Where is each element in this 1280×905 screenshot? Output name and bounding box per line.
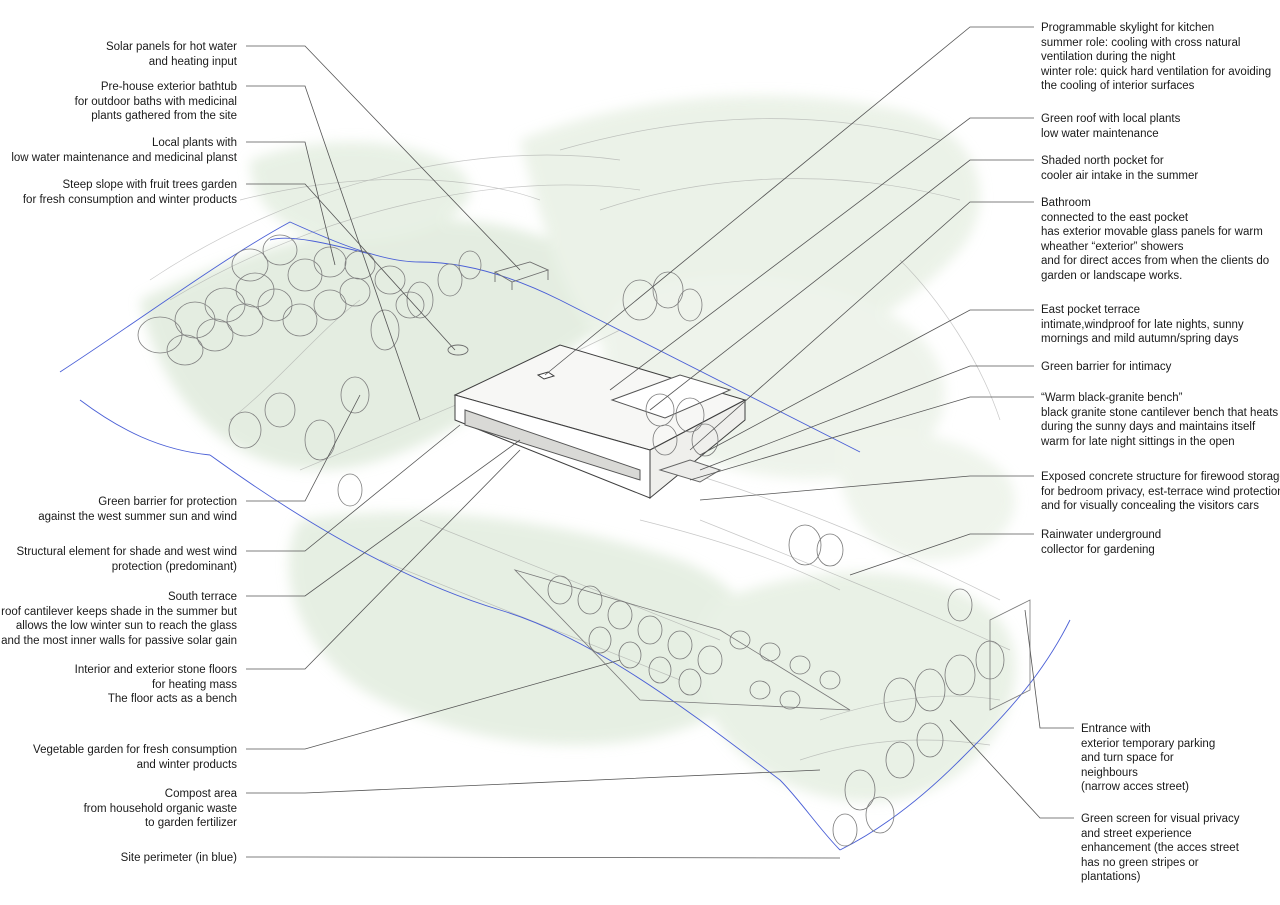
label-compost: Compost area from household organic wast… bbox=[84, 787, 237, 831]
label-line: against the west summer sun and wind bbox=[38, 510, 237, 523]
label-east-terrace: East pocket terrace intimate,windproof f… bbox=[1041, 303, 1244, 347]
label-entrance: Entrance with exterior temporary parking… bbox=[1081, 722, 1215, 795]
label-line: enhancement (the acces street bbox=[1081, 842, 1239, 855]
label-concrete-structure: Exposed concrete structure for firewood … bbox=[1041, 470, 1280, 514]
label-line: Green barrier for intimacy bbox=[1041, 361, 1172, 373]
label-line: the roof cantilever keeps shade in the s… bbox=[0, 605, 237, 618]
label-bathtub: Pre-house exterior bathtub for outdoor b… bbox=[75, 80, 237, 124]
label-line: South terrace bbox=[167, 591, 237, 603]
label-vegetable-garden: Vegetable garden for fresh consumption a… bbox=[33, 743, 237, 772]
label-line: mornings and mild autumn/spring days bbox=[1041, 333, 1239, 346]
label-line: “Warm black-granite bench” bbox=[1041, 392, 1183, 404]
label-line: collector for gardening bbox=[1041, 543, 1155, 556]
label-line: Rainwater underground bbox=[1041, 529, 1162, 541]
label-green-barrier-intimacy: Green barrier for intimacy bbox=[1041, 360, 1171, 375]
label-line: intimate,windproof for late nights, sunn… bbox=[1041, 318, 1244, 331]
label-north-pocket: Shaded north pocket for cooler air intak… bbox=[1041, 154, 1198, 183]
label-line: Exposed concrete structure for firewood … bbox=[1041, 471, 1280, 483]
label-line: the cooling of interior surfaces bbox=[1041, 80, 1195, 93]
label-line: Pre-house exterior bathtub bbox=[100, 81, 237, 93]
label-line: garden or landscape works. bbox=[1041, 269, 1183, 282]
leader-lines bbox=[246, 26, 1074, 859]
label-green-roof: Green roof with local plants low water m… bbox=[1041, 112, 1180, 141]
label-skylight: Programmable skylight for kitchen summer… bbox=[1041, 21, 1271, 94]
label-line: Vegetable garden for fresh consumption bbox=[33, 744, 237, 756]
label-line: for fresh consumption and winter product… bbox=[22, 193, 237, 206]
label-line: neighbours bbox=[1081, 766, 1138, 779]
label-line: Bathroom bbox=[1041, 197, 1091, 209]
vegetation-wash bbox=[140, 95, 1016, 802]
label-site-perimeter: Site perimeter (in blue) bbox=[121, 851, 237, 866]
label-line: Programmable skylight for kitchen bbox=[1041, 22, 1215, 34]
tree-cluster-west bbox=[137, 234, 482, 507]
label-line: for outdoor baths with medicinal bbox=[74, 95, 237, 108]
label-stone-floors: Interior and exterior stone floors for h… bbox=[75, 663, 237, 707]
label-line: plantations) bbox=[1081, 871, 1141, 884]
label-rainwater: Rainwater underground collector for gard… bbox=[1041, 528, 1161, 557]
label-bench: “Warm black-granite bench” black granite… bbox=[1041, 391, 1278, 449]
label-line: and the most inner walls for passive sol… bbox=[1, 634, 237, 647]
label-line: East pocket terrace bbox=[1041, 304, 1141, 316]
solar-panel-shed bbox=[447, 261, 550, 356]
label-line: Local plants with bbox=[151, 137, 237, 149]
label-line: black granite stone cantilever bench tha… bbox=[1041, 406, 1279, 419]
label-line: allows the low winter sun to reach the g… bbox=[15, 620, 237, 633]
label-line: Green barrier for protection bbox=[98, 496, 237, 508]
label-line: Green roof with local plants bbox=[1041, 113, 1181, 125]
label-solar-panels: Solar panels for hot water and heating i… bbox=[106, 40, 237, 69]
label-bathroom: Bathroom connected to the east pocket ha… bbox=[1041, 196, 1269, 284]
east-pocket-vegetation bbox=[645, 393, 719, 457]
label-line: Solar panels for hot water bbox=[105, 41, 237, 53]
label-line: has no green stripes or bbox=[1081, 856, 1199, 869]
house-volume bbox=[453, 344, 747, 500]
label-line: low water maintenance bbox=[1041, 127, 1159, 140]
label-south-terrace: South terrace the roof cantilever keeps … bbox=[0, 590, 237, 648]
label-line: from household organic waste bbox=[83, 802, 237, 815]
label-green-barrier-west: Green barrier for protection against the… bbox=[38, 495, 237, 524]
label-line: cooler air intake in the summer bbox=[1041, 169, 1199, 182]
label-line: Green screen for visual privacy bbox=[1081, 813, 1240, 825]
label-line: Site perimeter (in blue) bbox=[120, 852, 237, 864]
label-line: for bedroom privacy, est-terrace wind pr… bbox=[1041, 485, 1280, 498]
label-line: and for direct acces from when the clien… bbox=[1041, 255, 1270, 268]
label-line: and heating input bbox=[148, 55, 237, 68]
label-line: winter role: quick hard ventilation for … bbox=[1041, 65, 1272, 78]
label-line: Structural element for shade and west wi… bbox=[16, 546, 237, 558]
label-line: low water maintenance and medicinal plan… bbox=[11, 151, 237, 164]
label-line: during the sunny days and maintains itse… bbox=[1041, 421, 1256, 434]
label-line: Entrance with bbox=[1081, 723, 1151, 735]
label-line: wheather “exterior” showers bbox=[1041, 240, 1184, 253]
label-line: Interior and exterior stone floors bbox=[74, 664, 237, 676]
label-line: and winter products bbox=[136, 758, 237, 771]
label-structural-element: Structural element for shade and west wi… bbox=[16, 545, 237, 574]
label-line: warm for late night sittings in the open bbox=[1041, 435, 1235, 448]
label-line: The floor acts as a bench bbox=[107, 693, 237, 706]
label-line: plants gathered from the site bbox=[91, 110, 237, 123]
label-local-plants: Local plants with low water maintenance … bbox=[11, 136, 237, 165]
label-line: Compost area bbox=[164, 788, 237, 800]
label-line: protection (predominant) bbox=[111, 560, 237, 573]
label-line: exterior temporary parking bbox=[1081, 737, 1216, 750]
rainwater-area bbox=[788, 524, 973, 622]
label-line: has exterior movable glass panels for wa… bbox=[1041, 226, 1263, 239]
tree-cluster-north bbox=[622, 271, 703, 322]
vegetable-garden bbox=[513, 569, 851, 711]
label-line: for heating mass bbox=[151, 678, 237, 691]
green-screen-trees bbox=[832, 599, 1031, 847]
label-line: and street experience bbox=[1081, 827, 1192, 840]
label-line: and turn space for bbox=[1081, 752, 1174, 765]
label-line: summer role: cooling with cross natural bbox=[1041, 36, 1241, 49]
label-line: and for visually concealing the visitors… bbox=[1041, 500, 1259, 513]
label-line: Steep slope with fruit trees garden bbox=[62, 179, 237, 191]
label-line: Shaded north pocket for bbox=[1041, 155, 1164, 167]
label-green-screen: Green screen for visual privacy and stre… bbox=[1081, 812, 1240, 885]
label-line: (narrow acces street) bbox=[1081, 781, 1190, 794]
label-steep-slope: Steep slope with fruit trees garden for … bbox=[23, 178, 237, 207]
sketch-strokes bbox=[149, 118, 1011, 761]
label-line: connected to the east pocket bbox=[1041, 211, 1189, 224]
label-line: ventilation during the night bbox=[1041, 51, 1176, 64]
label-line: to garden fertilizer bbox=[144, 817, 237, 830]
